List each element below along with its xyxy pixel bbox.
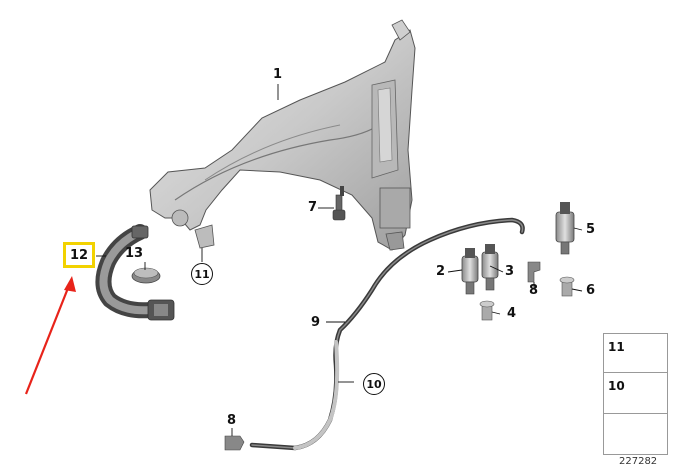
callout-10: 10 <box>363 373 385 395</box>
washer-pump-3 <box>481 244 499 291</box>
callout-2: 2 <box>436 264 446 279</box>
callout-1: 1 <box>273 67 283 82</box>
leader-lines <box>96 84 583 436</box>
connector-8-lower <box>224 435 245 451</box>
legend-divider-2 <box>603 413 668 414</box>
document-number: 227282 <box>619 456 658 467</box>
callout-8-lower: 8 <box>227 413 237 428</box>
grommet-4 <box>479 300 495 321</box>
washer-pump-2 <box>461 248 479 295</box>
callout-13: 13 <box>125 246 144 261</box>
filler-neck-hose <box>95 224 175 321</box>
legend-item-10: 10 <box>608 379 625 393</box>
callout-3: 3 <box>505 264 515 279</box>
callout-8-upper: 8 <box>529 283 539 298</box>
washer-hose-grey-section <box>293 340 340 450</box>
legend-item-11: 11 <box>608 340 625 354</box>
callout-5: 5 <box>586 222 596 237</box>
callout-11: 11 <box>191 263 213 285</box>
red-arrow <box>24 276 76 395</box>
washer-pump-5 <box>555 202 575 255</box>
callout-6: 6 <box>586 283 596 298</box>
level-sensor <box>332 186 346 221</box>
callout-4: 4 <box>507 306 517 321</box>
reservoir-cap <box>131 267 161 284</box>
callout-12-highlighted: 12 <box>63 242 95 268</box>
grommet-6 <box>559 276 575 297</box>
callout-9: 9 <box>311 315 321 330</box>
connector-8-upper <box>527 261 541 283</box>
washer-reservoir-tank <box>149 19 416 251</box>
legend-panel <box>603 333 668 455</box>
legend-divider-1 <box>603 372 668 373</box>
callout-7: 7 <box>308 200 318 215</box>
